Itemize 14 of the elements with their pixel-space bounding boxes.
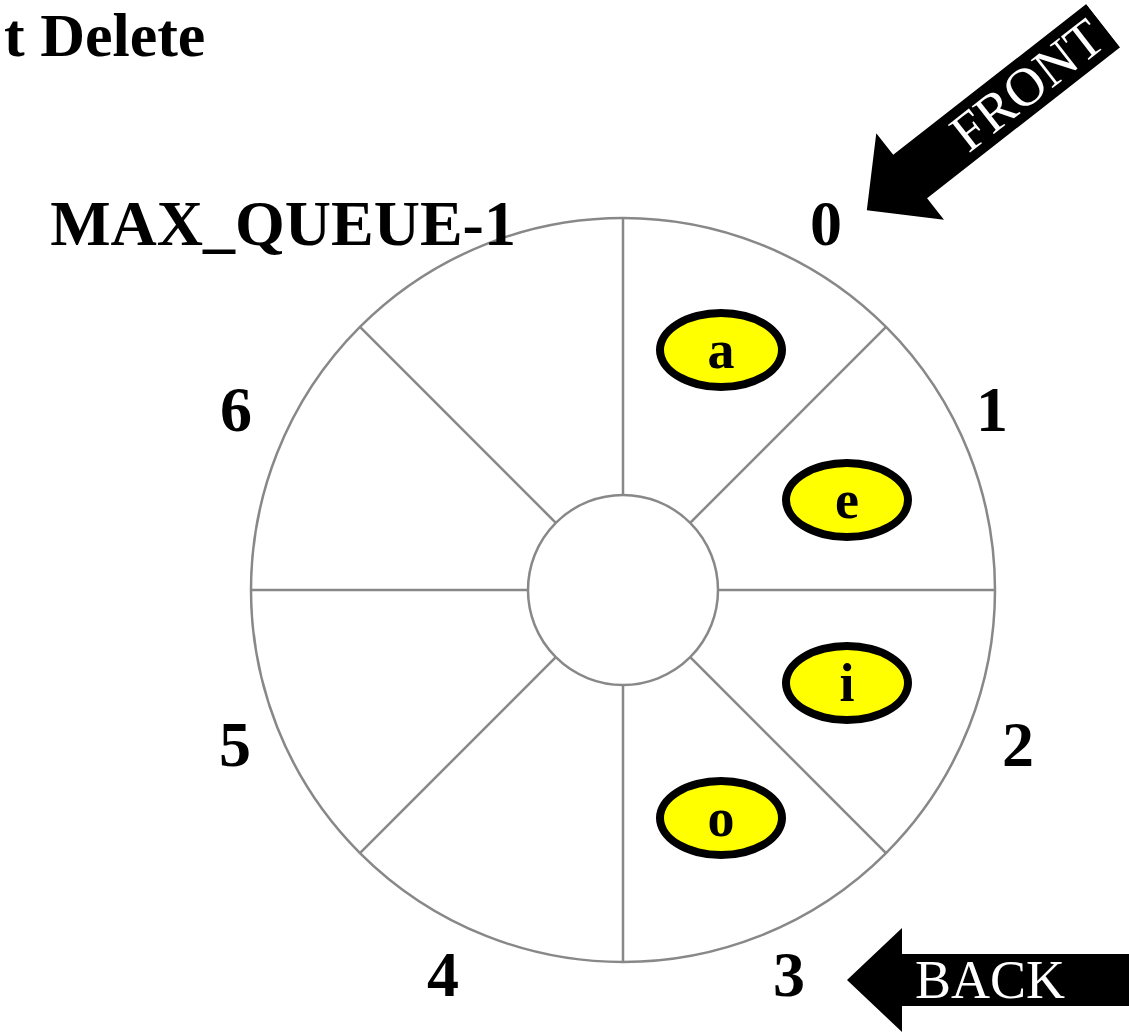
index-number: 2 — [1002, 713, 1034, 777]
index-number: 0 — [810, 192, 842, 256]
value-label: a — [707, 323, 735, 377]
index-number: MAX_QUEUE-1 — [50, 192, 516, 256]
index-number: 4 — [427, 943, 459, 1007]
title: t Delete — [4, 4, 206, 66]
index-number: 6 — [220, 378, 252, 442]
pointer-label: BACK — [915, 953, 1066, 1007]
value-label: o — [707, 791, 735, 845]
value-label: e — [835, 473, 859, 527]
index-number: 1 — [976, 378, 1008, 442]
index-number: 5 — [219, 713, 251, 777]
value-label: i — [839, 656, 855, 710]
index-number: 3 — [773, 943, 805, 1007]
